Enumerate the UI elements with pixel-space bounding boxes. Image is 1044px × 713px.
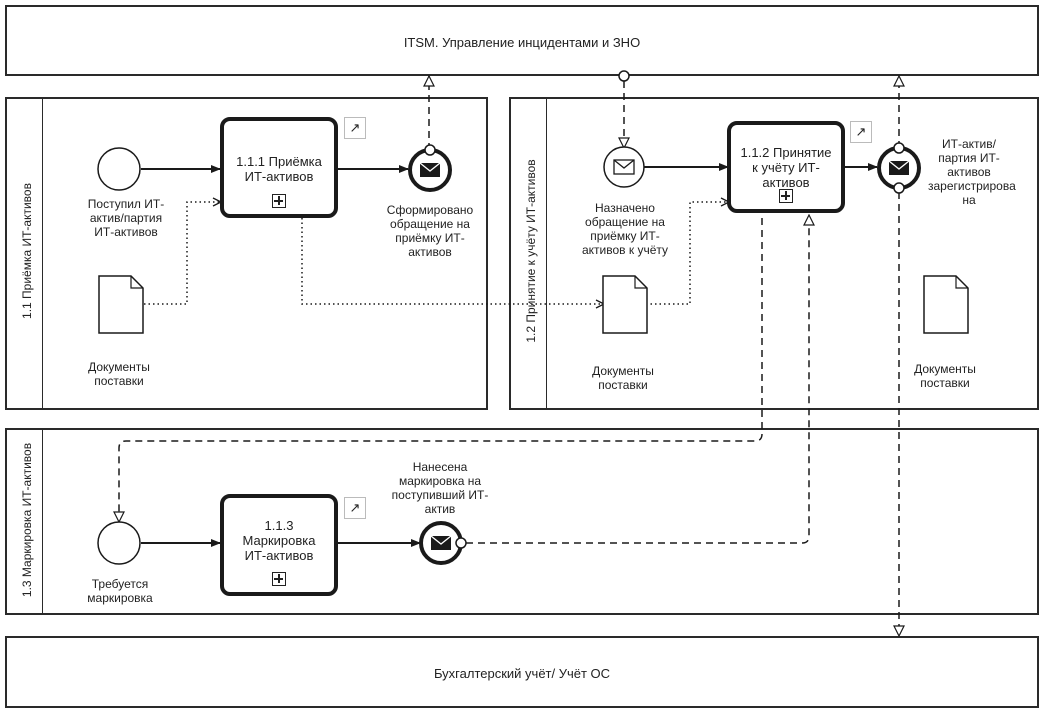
pool-accounting-title: Бухгалтерский учёт/ Учёт ОС (433, 666, 611, 681)
task-1-1-2-label: 1.1.2 Принятие к учёту ИТ-активов (740, 145, 832, 190)
start-event-3[interactable] (97, 521, 141, 565)
lane-1-3[interactable]: 1.3 Маркировка ИТ-активов (5, 428, 1039, 615)
msgflow-end3-to-task112[interactable] (466, 215, 809, 544)
north-east-arrow-icon[interactable]: ↗ (344, 117, 366, 139)
assoc-doc1-to-task111[interactable] (144, 202, 221, 305)
envelope-icon (430, 535, 452, 550)
lane-1-2-label: 1.2 Принятие к учёту ИТ-активов (524, 159, 538, 343)
end-event-1-label: Сформировано обращение на приёмку ИТ-акт… (386, 203, 474, 259)
task-1-1-2[interactable]: 1.1.2 Принятие к учёту ИТ-активов (727, 121, 845, 213)
task-1-1-3-label: 1.1.3 Маркировка ИТ-активов (242, 518, 316, 563)
envelope-icon (888, 160, 910, 175)
document-2[interactable] (602, 275, 648, 334)
document-3-label: Документы поставки (914, 362, 976, 390)
plus-square-icon[interactable] (779, 189, 793, 203)
task-1-1-3[interactable]: 1.1.3 Маркировка ИТ-активов (220, 494, 338, 596)
plus-square-icon[interactable] (272, 194, 286, 208)
lane-1-2-header: 1.2 Принятие к учёту ИТ-активов (511, 99, 547, 408)
start-event-1[interactable] (97, 147, 141, 191)
task-1-1-1[interactable]: 1.1.1 Приёмка ИТ-активов (220, 117, 338, 218)
north-east-arrow-icon[interactable]: ↗ (344, 497, 366, 519)
end-event-1[interactable] (408, 144, 452, 192)
msgflow-itsm-source-dot (618, 70, 630, 82)
pool-itsm[interactable]: ITSM. Управление инцидентами и ЗНО (5, 5, 1039, 76)
assoc-doc2-to-task112[interactable] (646, 202, 729, 305)
lane-1-1-header: 1.1 Приёмка ИТ-активов (7, 99, 43, 408)
lane-1-3-label: 1.3 Маркировка ИТ-активов (20, 442, 34, 598)
pool-itsm-title: ITSM. Управление инцидентами и ЗНО (403, 35, 641, 50)
end-event-3[interactable] (419, 521, 467, 565)
document-1[interactable] (98, 275, 144, 334)
lane-1-3-header: 1.3 Маркировка ИТ-активов (7, 430, 43, 613)
message-start-event-2[interactable] (603, 146, 645, 188)
start-event-3-label: Требуется маркировка (87, 577, 153, 605)
document-2-label: Документы поставки (592, 364, 654, 392)
envelope-icon (613, 159, 635, 175)
document-3[interactable] (923, 275, 969, 334)
msgflow-task112-to-start3[interactable] (119, 218, 763, 522)
start-event-1-label: Поступил ИТ-актив/партия ИТ-активов (87, 197, 165, 239)
assoc-task111-to-doc2[interactable] (301, 218, 604, 304)
envelope-icon (419, 162, 441, 177)
task-1-1-1-label: 1.1.1 Приёмка ИТ-активов (236, 154, 322, 184)
document-1-label: Документы поставки (88, 360, 150, 388)
plus-square-icon[interactable] (272, 572, 286, 586)
pool-accounting[interactable]: Бухгалтерский учёт/ Учёт ОС (5, 636, 1039, 708)
lane-1-1-label: 1.1 Приёмка ИТ-активов (20, 183, 34, 319)
end-event-3-label: Нанесена маркировка на поступивший ИТ-ак… (391, 460, 489, 516)
end-event-2-label: ИТ-актив/партия ИТ-активов зарегистриров… (928, 137, 1016, 207)
end-event-2[interactable] (877, 142, 921, 194)
north-east-arrow-icon[interactable]: ↗ (850, 121, 872, 143)
message-start-event-2-label: Назначено обращение на приёмку ИТ-активо… (581, 201, 669, 257)
